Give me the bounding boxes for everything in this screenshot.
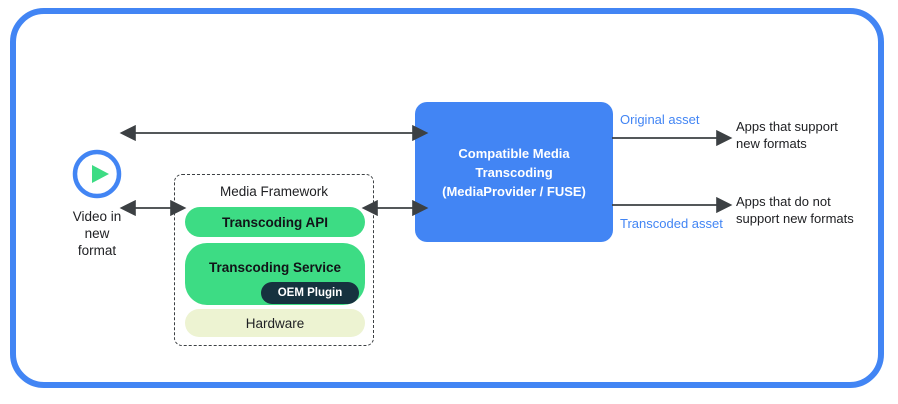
play-circle-icon: [71, 148, 123, 200]
transcoding-api-box[interactable]: Transcoding API: [185, 207, 365, 237]
video-to-framework-arrow: [119, 199, 187, 217]
apps-supporting-formats-label: Apps that support new formats: [736, 119, 838, 151]
original-asset-label: Original asset: [620, 112, 700, 127]
transcoded-asset-label: Transcoded asset: [620, 216, 723, 231]
video-to-cmt-arrow: [119, 124, 429, 142]
cmt-to-supporting-apps-arrow: [612, 129, 733, 147]
cmt-to-nonsupporting-apps-arrow: [612, 196, 733, 214]
media-framework-box: Media Framework Transcoding API Transcod…: [174, 174, 374, 346]
video-source-label: Video in new format: [72, 209, 122, 258]
video-source-group: Video in new format: [46, 148, 148, 259]
apps-not-supporting-formats-label: Apps that do not support new formats: [736, 194, 854, 226]
media-framework-title: Media Framework: [219, 184, 329, 199]
oem-plugin-badge[interactable]: OEM Plugin: [261, 282, 359, 304]
framework-to-cmt-arrow: [361, 199, 429, 217]
compatible-media-transcoding-box[interactable]: Compatible Media Transcoding (MediaProvi…: [415, 102, 613, 242]
hardware-box[interactable]: Hardware: [185, 309, 365, 337]
